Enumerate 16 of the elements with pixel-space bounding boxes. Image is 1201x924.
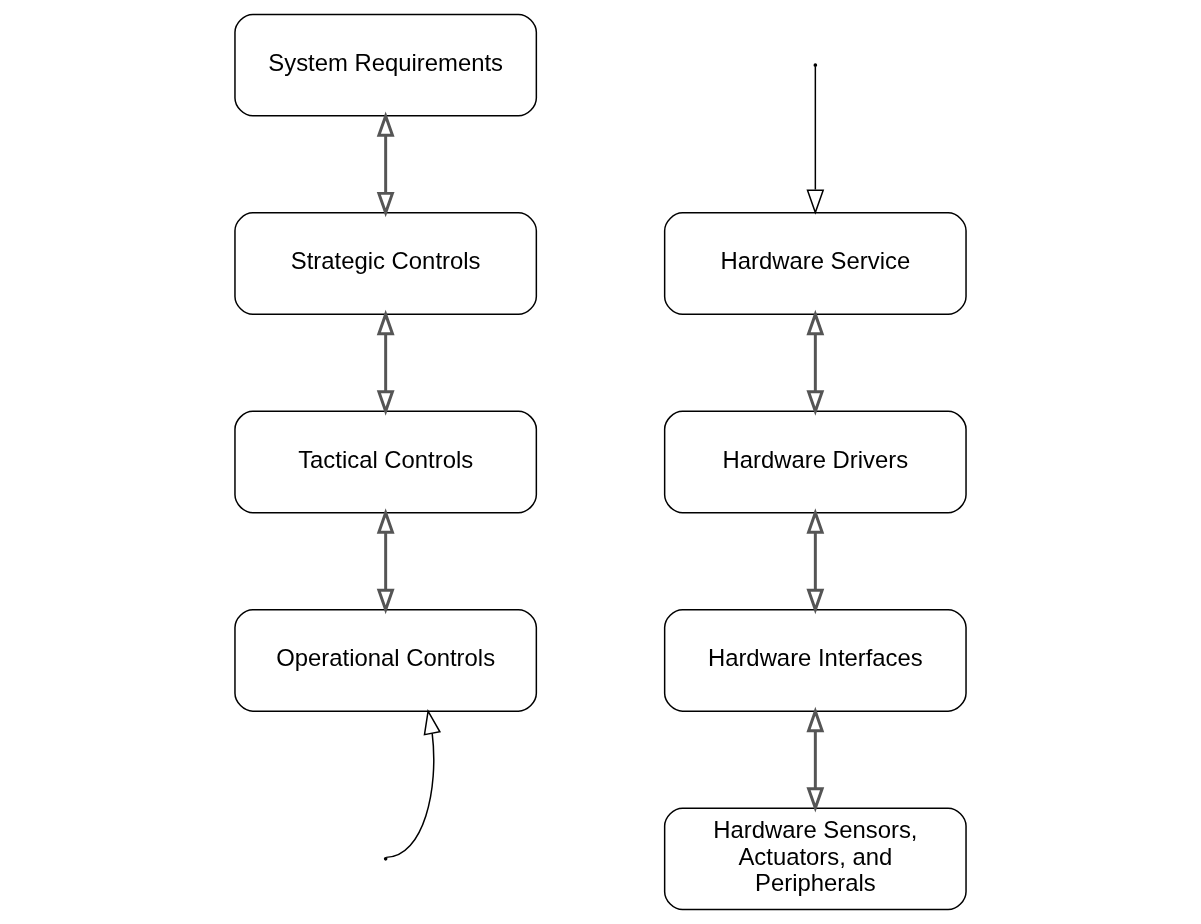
node-box: Tactical Controls xyxy=(234,410,538,514)
arrow xyxy=(376,111,395,218)
node-box: Hardware Service xyxy=(663,212,967,316)
node-box: Hardware Drivers xyxy=(663,410,967,514)
arrow xyxy=(806,508,825,615)
node-box: Operational Controls xyxy=(234,608,538,712)
arrow xyxy=(376,508,395,615)
arrow xyxy=(806,309,825,416)
node-box: Hardware Interfaces xyxy=(663,608,967,712)
node-box: Strategic Controls xyxy=(234,212,538,316)
node-box: Hardware Sensors, Actuators, and Peripherals xyxy=(663,807,967,911)
arrow xyxy=(806,706,825,813)
node-box: System Requirements xyxy=(234,13,538,117)
arrow xyxy=(376,309,395,416)
arrow xyxy=(385,709,442,859)
arrow xyxy=(806,66,825,215)
